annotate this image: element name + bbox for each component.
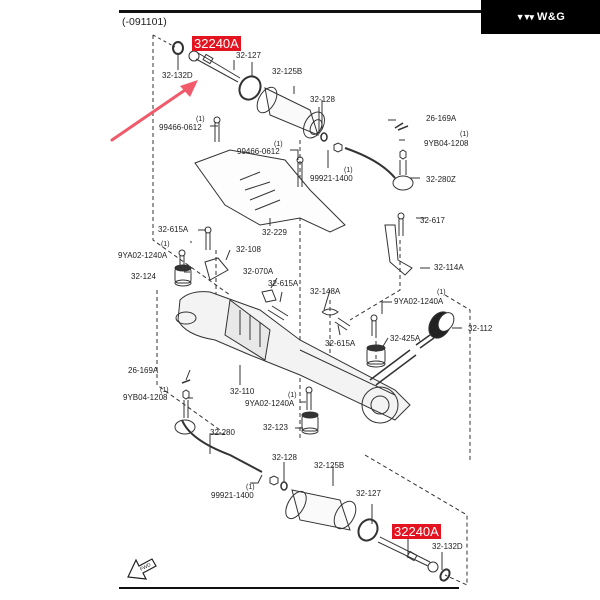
quantity-label: (1) (437, 289, 446, 296)
part-label[interactable]: 32-127 (356, 489, 381, 498)
part-label[interactable]: 32-615A (268, 279, 299, 288)
part-label[interactable]: 32-110 (230, 387, 255, 396)
dashed-frame-right (364, 454, 468, 586)
seal-32-112 (428, 311, 455, 339)
bushing-32-425A (366, 344, 386, 368)
boot-32-125B-bottom (285, 489, 357, 531)
bottom-rule (119, 587, 459, 589)
nut-99921-1400-top (333, 142, 343, 153)
bracket-32-108 (204, 257, 229, 281)
quantity-label: (1) (161, 241, 170, 248)
part-label[interactable]: 99466-0612 (159, 123, 202, 132)
part-label[interactable]: 32-125B (314, 461, 345, 470)
part-label[interactable]: 32-425A (390, 334, 421, 343)
part-label[interactable]: 32-148A (310, 287, 341, 296)
highlighted-part-label-top[interactable]: 32240A (192, 36, 241, 51)
quantity-label: (1) (160, 387, 169, 394)
part-label[interactable]: 32-280Z (426, 175, 456, 184)
bushing-32-124 (174, 264, 192, 287)
boot-32-125B-top (256, 86, 325, 139)
quantity-label: (1) (246, 484, 255, 491)
part-label[interactable]: 32-280 (210, 428, 235, 437)
part-label[interactable]: 32-070A (243, 267, 274, 276)
clamp-32-128-bottom (280, 481, 288, 491)
clamp-32-128-top (320, 132, 328, 142)
bolt-99466-0612 (214, 122, 220, 142)
part-label[interactable]: 32-108 (236, 245, 261, 254)
part-label[interactable]: 99466-0612 (237, 147, 280, 156)
revision-code: (-091101) (122, 16, 167, 28)
part-label[interactable]: 32-615A (158, 225, 189, 234)
part-label[interactable]: 32-615A (325, 339, 356, 348)
red-pointer-arrow-icon (110, 80, 198, 142)
steering-rack-housing (175, 291, 417, 424)
clip-32-132D-bottom (439, 568, 451, 582)
fwd-arrow-icon: FWD (127, 558, 157, 580)
bolt-32-617 (398, 218, 404, 236)
dashed-frame-left (152, 35, 231, 296)
clip-32-132D-top (172, 41, 184, 55)
top-rule (119, 10, 519, 13)
part-label[interactable]: 32-125B (272, 67, 303, 76)
part-label[interactable]: 32-114A (434, 263, 464, 272)
part-label[interactable]: 9YB04-1208 (424, 139, 469, 148)
brand-badge: ▼▼▾ W&G (481, 0, 600, 34)
part-label[interactable]: 32-617 (420, 216, 445, 225)
bolt-32-615A (205, 232, 211, 250)
heat-shield-32-229 (194, 149, 346, 233)
part-label[interactable]: 32-127 (236, 51, 261, 60)
tie-rod-end-32-280 (181, 419, 263, 473)
part-label[interactable]: 32-132D (432, 542, 463, 551)
quantity-label: (1) (274, 141, 283, 148)
quantity-label: (1) (460, 131, 469, 138)
quantity-label: (1) (288, 392, 297, 399)
band-32-127-top (238, 75, 262, 101)
bracket-32-114A (384, 224, 413, 276)
highlighted-part-label-bottom[interactable]: 32240A (392, 524, 441, 539)
part-label[interactable]: 99921-1400 (211, 491, 254, 500)
part-label[interactable]: 9YA02-1240A (245, 399, 295, 408)
part-label[interactable]: 9YA02-1240A (394, 297, 444, 306)
part-label[interactable]: 26-169A (426, 114, 457, 123)
dashed-frame-mid (156, 290, 221, 431)
part-label[interactable]: 32-112 (468, 324, 493, 333)
nut-99921-1400-bottom (269, 475, 279, 486)
part-label[interactable]: 99921-1400 (310, 174, 353, 183)
part-label[interactable]: 9YA02-1240A (118, 251, 168, 260)
part-label[interactable]: 32-132D (162, 71, 193, 80)
triangle-marks-logo-icon: ▼▼▾ (515, 11, 534, 22)
inner-tie-rod-top (188, 50, 241, 83)
band-32-127-bottom (357, 518, 379, 542)
bushing-32-123 (301, 411, 319, 435)
part-label[interactable]: 9YB04-1208 (123, 393, 168, 402)
part-label[interactable]: 32-124 (131, 272, 156, 281)
tie-rod-end-32-280Z (344, 147, 396, 179)
quantity-label: (1) (196, 116, 205, 123)
quantity-label: (1) (344, 167, 353, 174)
svg-text:FWD: FWD (139, 562, 152, 573)
bolt-99466-0612-b (297, 162, 303, 187)
part-label[interactable]: 32-123 (263, 423, 288, 432)
part-label[interactable]: 32-229 (262, 228, 287, 237)
brand-name: W&G (536, 11, 566, 23)
inner-tie-rod-bottom (377, 536, 439, 573)
part-label[interactable]: 32-128 (272, 453, 297, 462)
part-label[interactable]: 32-128 (310, 95, 335, 104)
part-label[interactable]: 26-169A (128, 366, 159, 375)
